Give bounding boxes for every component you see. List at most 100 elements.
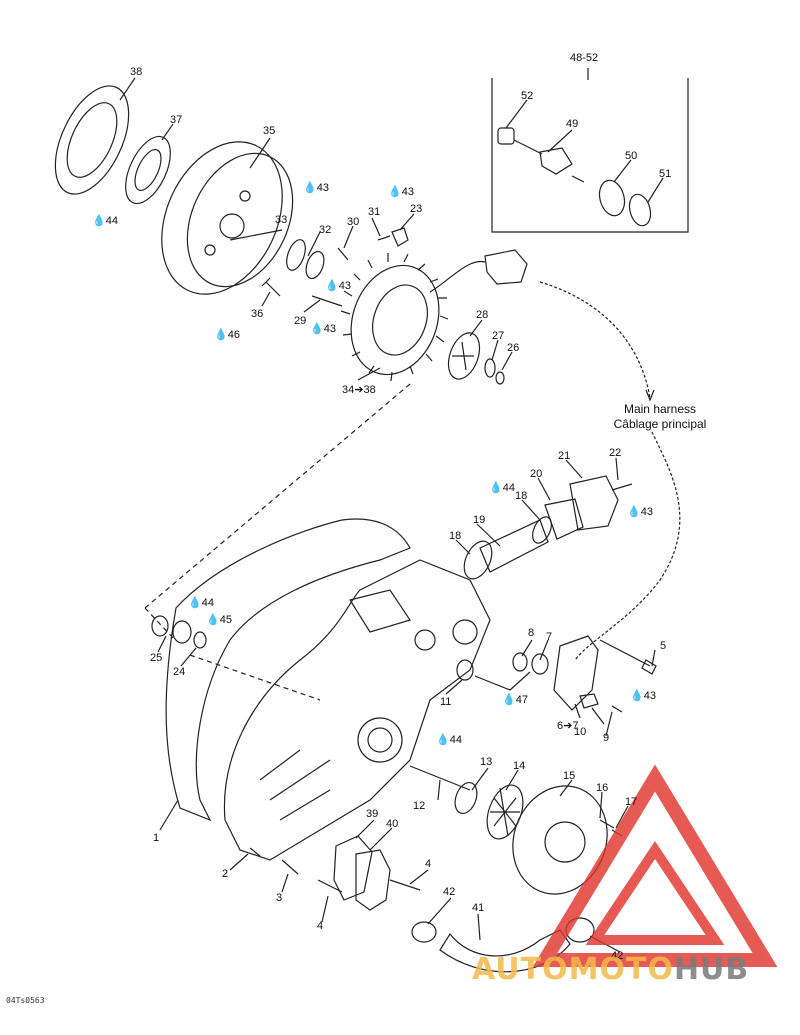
- callout-46: 💧46: [214, 329, 240, 341]
- watermark-logo: [532, 764, 778, 967]
- part-11-ring: [456, 659, 474, 681]
- part-4-bolt-b: [317, 879, 343, 893]
- part-9-screw: [611, 705, 623, 713]
- part-25-seal-a: [151, 615, 169, 637]
- part-38-plate: [54, 85, 130, 195]
- callout-16: 16: [596, 782, 609, 794]
- callout-14: 14: [513, 760, 526, 772]
- part-30-screw: [337, 247, 349, 261]
- part-19-tube: [479, 519, 549, 573]
- part-26-nut: [495, 371, 505, 385]
- callout-43-value: 43: [640, 506, 653, 518]
- part-42-clamp-a: [411, 921, 437, 943]
- part-16-bolt: [599, 819, 615, 829]
- callout-20: 20: [530, 468, 543, 480]
- callout-8: 8: [528, 627, 535, 639]
- callout-21: 21: [558, 450, 571, 462]
- callout-24: 24: [173, 666, 186, 678]
- callout-11: 11: [440, 696, 452, 708]
- callout-41: 41: [472, 902, 485, 914]
- callout-43: 💧43: [325, 280, 351, 292]
- callout-44: 💧44: [188, 597, 214, 609]
- callout-29: 29: [294, 315, 307, 327]
- callout-49: 49: [566, 118, 579, 130]
- part-10-clip: [579, 693, 599, 709]
- part-51-ring: [628, 193, 652, 227]
- main-harness-fr: Câblage principal: [613, 417, 707, 431]
- callout-44-value: 44: [502, 482, 515, 494]
- part-7-ring: [531, 653, 549, 675]
- callout-32: 32: [319, 224, 332, 236]
- part-27-washer: [484, 358, 496, 378]
- callout-39: 39: [366, 808, 379, 820]
- callout-52: 52: [521, 90, 534, 102]
- main-harness-label: Main harness Câblage principal: [605, 402, 715, 432]
- callout-36: 36: [251, 308, 264, 320]
- callout-4: 4: [425, 858, 432, 870]
- part-24-seal: [193, 631, 207, 649]
- part-50-fitting: [598, 179, 626, 217]
- callout-13: 13: [480, 756, 493, 768]
- callout-9: 9: [603, 732, 610, 744]
- callout-30: 30: [347, 216, 360, 228]
- watermark-text: AUTOMOTOHUB: [472, 952, 749, 987]
- part-52-cap: [497, 127, 515, 145]
- part-31-screw: [377, 235, 391, 241]
- callout-31: 31: [368, 206, 381, 218]
- main-harness-en: Main harness: [623, 402, 697, 416]
- callout-43-value: 43: [316, 182, 329, 194]
- callout-17: 17: [625, 796, 638, 808]
- callout-25: 25: [150, 652, 163, 664]
- part-5-bolt: [599, 639, 657, 675]
- part-22-bolt: [611, 483, 633, 491]
- part-32-ring: [305, 250, 325, 280]
- callout-3: 3: [276, 892, 283, 904]
- callout-43: 💧43: [388, 186, 414, 198]
- watermark-part1: AUTOMOTO: [472, 952, 674, 987]
- part-2-bolt: [249, 847, 261, 857]
- callout-43: 💧43: [630, 690, 656, 702]
- callout-44: 💧44: [92, 215, 118, 227]
- callout-43-value: 43: [401, 186, 414, 198]
- callout-51: 51: [659, 168, 672, 180]
- callout-47-value: 47: [515, 694, 528, 706]
- callout-44: 💧44: [436, 734, 462, 746]
- callout-33: 33: [275, 214, 288, 226]
- callout-28: 28: [476, 309, 489, 321]
- part-3-bolt: [281, 859, 299, 875]
- part-40-elbow: [355, 849, 391, 911]
- callout-44-value: 44: [105, 215, 118, 227]
- callout-43: 💧43: [310, 323, 336, 335]
- callout-26: 26: [507, 342, 520, 354]
- callout-2: 2: [222, 868, 229, 880]
- callout-44-value: 44: [449, 734, 462, 746]
- callout-1: 1: [153, 832, 160, 844]
- callout-43-value: 43: [323, 323, 336, 335]
- callout-5: 5: [660, 640, 667, 652]
- callout-43: 💧43: [627, 506, 653, 518]
- part-25-seal-b: [172, 620, 192, 644]
- callout-6-7: 6➔7: [557, 720, 579, 732]
- part-33-ring: [286, 239, 306, 271]
- callout-18: 18: [515, 490, 528, 502]
- callout-19: 19: [473, 514, 486, 526]
- main-harness-line: [539, 281, 651, 399]
- part-29-bolt: [311, 295, 343, 307]
- part-41-hose: [439, 929, 571, 973]
- part-23-clamp: [391, 227, 409, 247]
- drawing-code: 04Ts0563: [6, 996, 45, 1005]
- part-13-bearing: [454, 781, 478, 815]
- callout-42: 42: [611, 950, 624, 962]
- callout-34-38: 34➔38: [342, 384, 376, 396]
- part-49-sensor: [513, 139, 573, 175]
- callout-10: 10: [574, 726, 587, 738]
- callout-18: 18: [449, 530, 462, 542]
- callout-44: 💧44: [489, 482, 515, 494]
- callout-43-value: 43: [338, 280, 351, 292]
- part-6-housing: [553, 635, 599, 711]
- callout-42: 42: [443, 886, 456, 898]
- part-36-bolt: [261, 277, 281, 297]
- part-8-seal: [512, 652, 528, 672]
- callout-43-value: 43: [643, 690, 656, 702]
